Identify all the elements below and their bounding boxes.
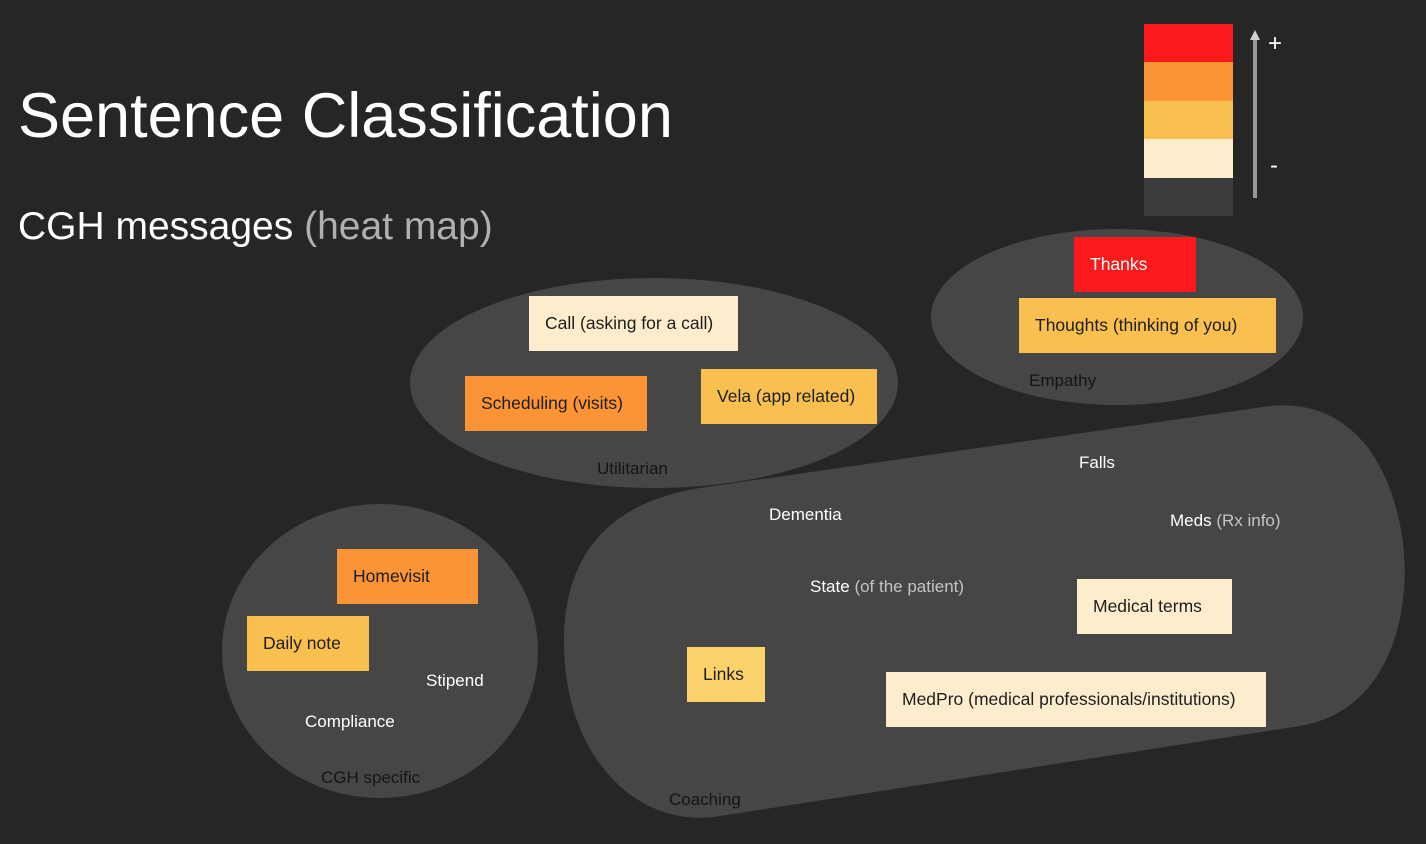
subtitle-main: CGH messages (18, 205, 294, 248)
legend-level-1 (1144, 24, 1233, 62)
thoughts-box: Thoughts (thinking of you) (1019, 298, 1276, 353)
daily-note-box: Daily note (247, 616, 369, 671)
meds-text: Meds (1170, 511, 1212, 530)
legend-level-5 (1144, 178, 1233, 216)
legend-arrow-icon (1250, 30, 1260, 198)
medpro-box: MedPro (medical professionals/institutio… (886, 672, 1266, 727)
falls-label: Falls (1079, 453, 1115, 472)
meds-label: Meds (Rx info) (1170, 511, 1281, 531)
meds-note: (Rx info) (1216, 511, 1281, 530)
subtitle-note: (heat map) (304, 205, 493, 248)
thanks-box: Thanks (1074, 237, 1196, 292)
coaching-group-label: Coaching (669, 790, 741, 809)
compliance-label: Compliance (305, 712, 395, 731)
legend-level-3 (1144, 101, 1233, 139)
links-box: Links (687, 647, 765, 702)
empathy-group-label: Empathy (1029, 371, 1097, 390)
utilitarian-group-label: Utilitarian (597, 459, 668, 478)
legend-level-2 (1144, 62, 1233, 101)
page-subtitle: CGH messages (heat map) (18, 205, 493, 250)
legend-level-4 (1144, 139, 1233, 178)
scheduling-box: Scheduling (visits) (465, 376, 647, 431)
state-label: State (of the patient) (810, 577, 964, 597)
homevisit-box: Homevisit (337, 549, 478, 604)
legend-plus: + (1268, 30, 1283, 57)
dementia-label: Dementia (769, 505, 842, 524)
page-title: Sentence Classification (18, 81, 673, 151)
stipend-label: Stipend (426, 671, 484, 690)
state-note: (of the patient) (854, 577, 965, 596)
medical-terms-box: Medical terms (1077, 579, 1232, 634)
state-text: State (810, 577, 850, 596)
legend-minus: - (1270, 152, 1278, 179)
call-box: Call (asking for a call) (529, 296, 738, 351)
cgh-specific-group-label: CGH specific (321, 768, 421, 787)
vela-box: Vela (app related) (701, 369, 877, 424)
